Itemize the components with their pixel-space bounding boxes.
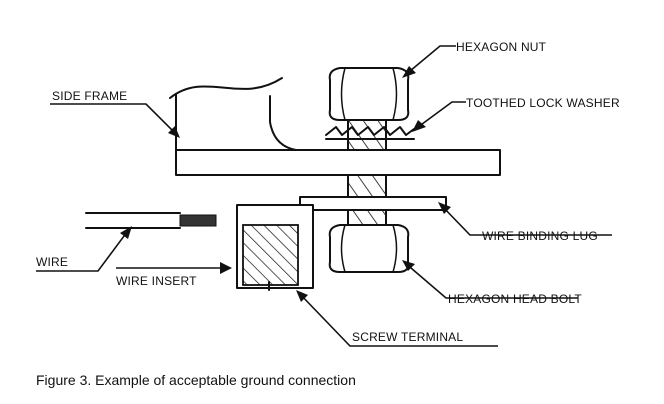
- screw-terminal: [236, 204, 314, 291]
- label-leaders: [36, 45, 612, 347]
- toothed-lock-washer: [325, 126, 415, 140]
- label-wire: WIRE: [36, 255, 68, 269]
- label-wire-binding-lug: WIRE BINDING LUG: [482, 229, 598, 243]
- hexagon-nut: [328, 67, 410, 121]
- figure-caption: Figure 3. Example of acceptable ground c…: [36, 372, 356, 388]
- label-hexagon-head-bolt: HEXAGON HEAD BOLT: [448, 292, 582, 306]
- label-toothed-lock-washer: TOOTHED LOCK WASHER: [466, 96, 620, 110]
- label-wire-insert: WIRE INSERT: [116, 274, 197, 288]
- label-hexagon-nut: HEXAGON NUT: [456, 40, 547, 54]
- hexagon-head-bolt: [328, 224, 410, 273]
- bolt-shank: [347, 117, 387, 233]
- side-frame: [169, 77, 501, 176]
- wire-binding-lug: [299, 196, 447, 211]
- label-screw-terminal: SCREW TERMINAL: [352, 330, 463, 344]
- wire: [85, 212, 217, 229]
- label-side-frame: SIDE FRAME: [52, 89, 127, 103]
